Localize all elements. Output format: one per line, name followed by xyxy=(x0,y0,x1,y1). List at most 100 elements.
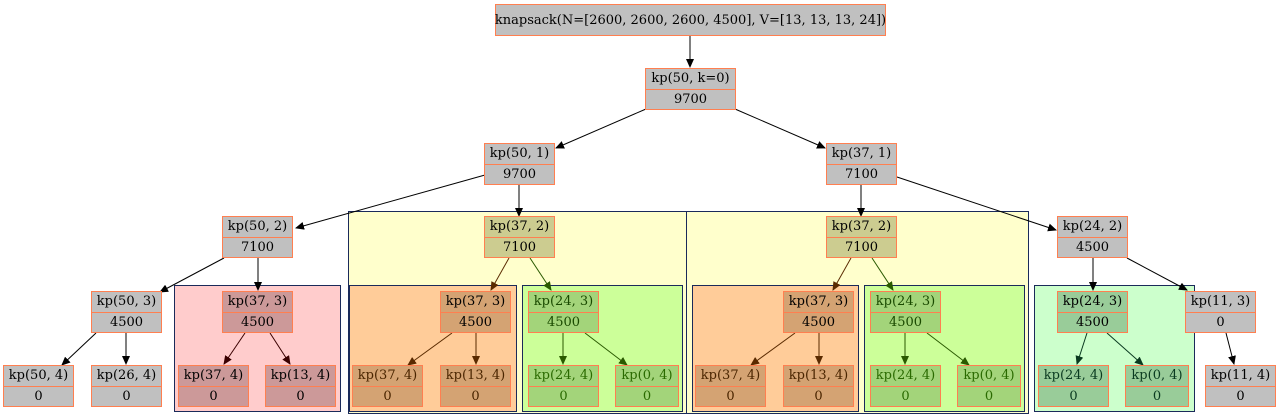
edge-n5-n11 xyxy=(832,257,852,291)
edge-n2-n6 xyxy=(896,176,1057,232)
node-value: 4500 xyxy=(109,314,144,330)
node-value: 0 xyxy=(726,388,735,404)
node-value: 4500 xyxy=(801,314,836,330)
node-value: 4500 xyxy=(1075,239,1110,255)
node-value: 7100 xyxy=(844,239,879,255)
tree-node: kp(24, 4) 0 xyxy=(1038,365,1109,407)
tree-node: kp(50, 4) 0 xyxy=(3,365,74,407)
node-label: kp(37, 3) xyxy=(441,292,510,313)
node-value: 4500 xyxy=(240,314,275,330)
edge-n10-n22 xyxy=(584,332,628,366)
tree-node: kp(37, 3) 4500 xyxy=(783,291,854,333)
node-label: kp(13, 4) xyxy=(784,366,853,387)
node-label: kp(24, 4) xyxy=(1039,366,1108,387)
node-value: 4500 xyxy=(458,314,493,330)
node-value: 0 xyxy=(471,388,480,404)
tree-node: kp(37, 1) 7100 xyxy=(826,143,897,185)
node-label: kp(50, 4) xyxy=(4,366,73,387)
node-label: kp(50, 1) xyxy=(485,144,554,165)
node-value: 0 xyxy=(1216,314,1225,330)
tree-node: kp(37, 2) 7100 xyxy=(484,216,555,258)
node-label: kp(50, 2) xyxy=(223,217,292,238)
node-value: 4500 xyxy=(1075,314,1110,330)
node-label: kp(37, 4) xyxy=(353,366,422,387)
node-value: 0 xyxy=(559,388,568,404)
node-label: kp(37, 4) xyxy=(696,366,765,387)
root-node-label: knapsack(N=[2600, 2600, 2600, 4500], V=[… xyxy=(494,12,887,28)
node-value: 0 xyxy=(1069,388,1078,404)
tree-node: kp(37, 4) 0 xyxy=(695,365,766,407)
node-label: kp(24, 3) xyxy=(871,292,940,313)
tree-node: kp(50, 1) 9700 xyxy=(484,143,555,185)
node-label: kp(37, 2) xyxy=(827,217,896,238)
node-label: kp(13, 4) xyxy=(441,366,510,387)
node-value: 0 xyxy=(642,388,652,404)
node-value: 0 xyxy=(122,388,131,404)
node-value: 7100 xyxy=(502,239,537,255)
edge-n7-n15 xyxy=(61,332,97,366)
tree-node: kp(0, 4) 0 xyxy=(615,365,679,407)
edge-n3-n7 xyxy=(159,257,225,293)
node-value: 0 xyxy=(1236,388,1245,404)
root-node: knapsack(N=[2600, 2600, 2600, 4500], V=[… xyxy=(495,4,886,36)
edge-n0-n2 xyxy=(734,108,826,149)
node-value: 0 xyxy=(901,388,910,404)
tree-node: kp(24, 2) 4500 xyxy=(1057,216,1128,258)
node-label: kp(37, 4) xyxy=(179,366,248,387)
node-label: kp(37, 3) xyxy=(784,292,853,313)
tree-node: kp(50, 2) 7100 xyxy=(222,216,293,258)
node-value: 0 xyxy=(296,388,305,404)
edge-n4-n10 xyxy=(529,257,552,291)
node-value: 9700 xyxy=(502,166,537,182)
tree-node: kp(24, 4) 0 xyxy=(870,365,941,407)
node-value: 7100 xyxy=(844,166,879,182)
tree-node: kp(0, 4) 0 xyxy=(957,365,1021,407)
node-value: 9700 xyxy=(673,91,708,107)
edge-n0-n1 xyxy=(555,108,647,149)
node-label: kp(24, 3) xyxy=(529,292,598,313)
node-label: kp(0, 4) xyxy=(616,366,678,387)
tree-node: kp(37, 4) 0 xyxy=(178,365,249,407)
tree-node: kp(24, 3) 4500 xyxy=(528,291,599,333)
node-value: 4500 xyxy=(546,314,581,330)
tree-node: kp(50, k=0) 9700 xyxy=(645,68,736,110)
tree-node: kp(37, 4) 0 xyxy=(352,365,423,407)
node-value: 0 xyxy=(383,388,392,404)
node-label: kp(26, 4) xyxy=(92,366,161,387)
tree-node: kp(37, 3) 4500 xyxy=(440,291,511,333)
node-label: kp(50, k=0) xyxy=(646,69,735,90)
tree-node: kp(24, 3) 4500 xyxy=(870,291,941,333)
edge-n11-n23 xyxy=(750,332,796,366)
node-label: kp(0, 4) xyxy=(1126,366,1188,387)
node-label: kp(37, 3) xyxy=(223,292,292,313)
node-label: kp(24, 3) xyxy=(1058,292,1127,313)
node-label: kp(37, 1) xyxy=(827,144,896,165)
edge-n8-n18 xyxy=(269,332,291,365)
edge-n12-n26 xyxy=(926,332,970,366)
node-label: kp(24, 2) xyxy=(1058,217,1127,238)
edge-n5-n12 xyxy=(871,257,894,291)
node-value: 0 xyxy=(814,388,823,404)
node-label: kp(11, 4) xyxy=(1206,366,1275,387)
edge-n1-n3 xyxy=(295,174,486,230)
node-label: kp(37, 2) xyxy=(485,217,554,238)
tree-node: kp(13, 4) 0 xyxy=(783,365,854,407)
tree-node: kp(37, 3) 4500 xyxy=(222,291,293,333)
edge-n6-n14 xyxy=(1126,257,1188,291)
edge-n8-n17 xyxy=(223,332,246,365)
tree-node: kp(24, 4) 0 xyxy=(528,365,599,407)
tree-node: kp(13, 4) 0 xyxy=(440,365,511,407)
edge-n13-n28 xyxy=(1106,332,1144,366)
node-value: 0 xyxy=(209,388,218,404)
node-label: kp(13, 4) xyxy=(266,366,335,387)
edge-n9-n19 xyxy=(407,332,453,366)
node-value: 4500 xyxy=(888,314,923,330)
tree-node: kp(0, 4) 0 xyxy=(1125,365,1189,407)
tree-node: kp(37, 2) 7100 xyxy=(826,216,897,258)
tree-node: kp(11, 3) 0 xyxy=(1185,291,1256,333)
edge-n13-n27 xyxy=(1075,332,1088,365)
node-label: kp(50, 3) xyxy=(92,292,161,313)
tree-node: kp(13, 4) 0 xyxy=(265,365,336,407)
tree-node: kp(11, 4) 0 xyxy=(1205,365,1276,407)
tree-node: kp(26, 4) 0 xyxy=(91,365,162,407)
